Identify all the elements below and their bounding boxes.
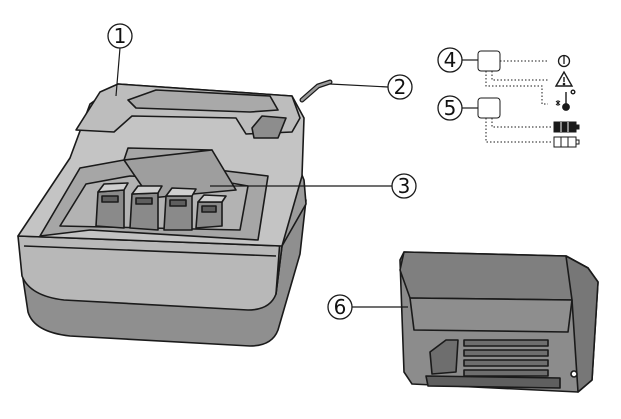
svg-text:1: 1 xyxy=(114,24,127,48)
terminal-contact xyxy=(95,182,129,229)
terminal-contact xyxy=(129,185,163,231)
charger-top-slot xyxy=(127,89,279,113)
led-indicator-4 xyxy=(477,50,501,72)
battery-front-face xyxy=(409,297,573,333)
power-icon xyxy=(557,54,571,68)
callout-6: 6 xyxy=(327,294,353,320)
terminal-contact xyxy=(163,187,197,231)
led-indicator-5 xyxy=(477,97,501,119)
callout-5: 5 xyxy=(437,95,463,121)
terminal-contact xyxy=(195,194,227,229)
battery-pack xyxy=(399,251,599,393)
charger-front-lip xyxy=(23,245,277,257)
charger-indicator-window xyxy=(251,115,287,139)
battery-empty-icon xyxy=(553,136,580,148)
warning-triangle-icon xyxy=(554,70,574,87)
charger-body-front xyxy=(17,235,283,311)
callout-1: 1 xyxy=(107,23,133,49)
svg-text:6: 6 xyxy=(334,295,347,319)
callout-2: 2 xyxy=(387,74,413,100)
terminal-contacts xyxy=(95,182,227,231)
svg-text:4: 4 xyxy=(444,48,457,72)
charger xyxy=(17,83,307,347)
battery-latch-ribs xyxy=(425,339,561,389)
battery-full-icon xyxy=(553,121,580,133)
callout-4: 4 xyxy=(437,47,463,73)
battery-top-face xyxy=(399,251,589,301)
svg-text:3: 3 xyxy=(398,174,411,198)
callout-3: 3 xyxy=(391,173,417,199)
svg-text:2: 2 xyxy=(394,75,407,99)
leader-lines xyxy=(115,47,478,308)
thermometer-icon xyxy=(555,89,576,111)
svg-text:5: 5 xyxy=(444,96,457,120)
led-legend xyxy=(477,50,580,148)
battery-release-dot xyxy=(570,370,578,378)
